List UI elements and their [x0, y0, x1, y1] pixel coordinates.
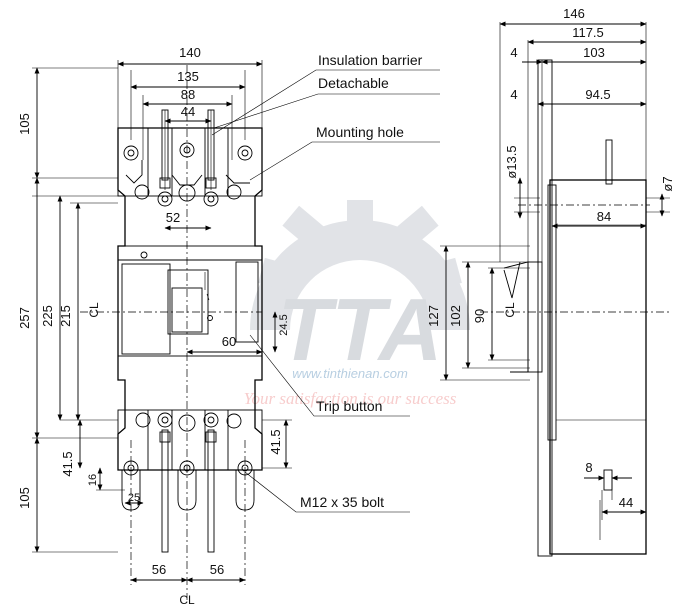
label-mounting-hole: Mounting hole	[316, 124, 404, 140]
side-view: 146 117.5 103 4 4 94.5 ø13.5 ø7 84 127 1…	[426, 6, 675, 557]
gear-icon	[250, 200, 470, 330]
dim-140: 140	[179, 45, 201, 60]
dim-24-5: 24.5	[278, 314, 290, 335]
dim-225: 225	[40, 305, 55, 327]
dim-52: 52	[166, 210, 180, 225]
dim-41-5-left: 41.5	[60, 451, 75, 476]
watermark-brand: TTA	[278, 280, 443, 379]
label-detachable: Detachable	[318, 75, 389, 91]
dim-4-a: 4	[510, 45, 517, 60]
label-insulation-barrier: Insulation barrier	[318, 52, 423, 68]
dim-8: 8	[585, 460, 592, 475]
dim-88: 88	[181, 87, 195, 102]
dim-257: 257	[17, 307, 32, 329]
label-bolt: M12 x 35 bolt	[300, 494, 384, 510]
centerline-symbol-front: CL	[87, 302, 101, 318]
dim-90: 90	[472, 309, 487, 323]
bottom-terminals	[117, 409, 263, 553]
dim-56-right: 56	[210, 562, 224, 577]
handle-area	[117, 245, 263, 357]
dim-105-bottom: 105	[17, 487, 32, 509]
dim-41-5-right: 41.5	[268, 429, 283, 454]
dim-56-left: 56	[152, 562, 166, 577]
label-trip-button: Trip button	[316, 398, 382, 414]
dim-44: 44	[181, 104, 195, 119]
dim-60: 60	[222, 334, 236, 349]
watermark-url: www.tinthienan.com	[292, 366, 408, 381]
dim-16: 16	[87, 474, 99, 486]
dim-117-5: 117.5	[572, 25, 604, 40]
centerline-symbol-side: CL	[503, 302, 517, 318]
dim-105-top: 105	[17, 113, 32, 135]
dim-4-b: 4	[510, 87, 517, 102]
dim-84: 84	[597, 209, 611, 224]
dim-127: 127	[426, 305, 441, 327]
dim-103: 103	[583, 45, 605, 60]
top-terminals	[117, 109, 263, 207]
dim-135: 135	[177, 69, 199, 84]
dim-25: 25	[128, 492, 140, 504]
dim-146: 146	[563, 6, 585, 21]
dim-dia-7: ø7	[660, 176, 675, 191]
dim-102: 102	[448, 305, 463, 327]
dim-215: 215	[58, 305, 73, 327]
dim-dia-13-5: ø13.5	[504, 145, 519, 178]
front-view: 140 135 88 44 105 257 225 215 CL 105 52 …	[17, 45, 440, 607]
watermark: TTA www.tinthienan.com Your satisfaction…	[244, 200, 470, 408]
dim-94-5: 94.5	[585, 87, 610, 102]
dim-44-side: 44	[619, 495, 633, 510]
watermark-slogan: Your satisfaction is our success	[244, 389, 457, 408]
centerline-symbol-bottom: CL	[179, 593, 195, 607]
